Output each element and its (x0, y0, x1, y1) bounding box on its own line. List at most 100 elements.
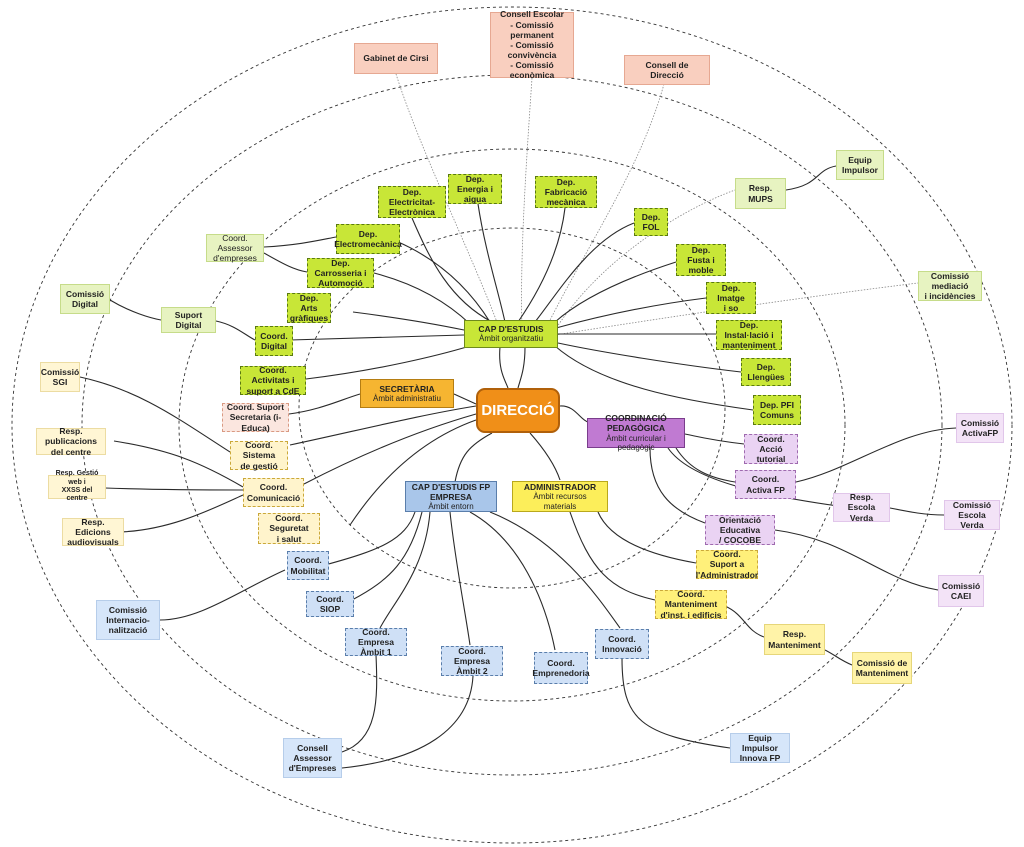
coord-label: Coord. (260, 330, 288, 341)
coord-label: Coord. Assessor (217, 232, 253, 253)
coord-siop: Coord. SIOP (306, 591, 354, 617)
cap-estudis-title: CAP D'ESTUDIS (478, 324, 544, 335)
coord-label: tutorial (756, 454, 786, 465)
consell-label: Consell (297, 742, 328, 753)
coord-label: Coord. Activitats i (251, 365, 295, 386)
equip-label: Innova FP (739, 753, 781, 764)
coord-label: Coord. Empresa (454, 645, 490, 666)
consell-label: d'Empreses (288, 763, 337, 774)
dep-label: Dep. FOL (641, 211, 661, 232)
consell-escolar-line: - Comissió econòmica (509, 60, 555, 81)
coord-label: Coord. Empresa (358, 626, 394, 647)
equip-label: Equip (848, 154, 872, 165)
comissio-label: Comissió (40, 366, 80, 377)
secretaria-title: SECRETÀRIA (379, 383, 435, 394)
coord-label: d'inst. i edificis (660, 609, 722, 620)
resp-label: MUPS (748, 193, 773, 204)
dep-label: Dep. Carrosseria i (314, 257, 367, 278)
coord-label: Coord. Activa FP (746, 474, 785, 495)
comissio-label: CAEI (950, 591, 972, 601)
administrador-sub: Àmbit recursos materials (533, 492, 587, 511)
dep-llengues: Dep. Llengües (741, 358, 791, 386)
suport-digital: Suport Digital (161, 307, 216, 333)
coord-label: Mobilitat (290, 565, 326, 576)
coord-label: Digital (261, 341, 287, 351)
comissio-label: Comissió de (856, 657, 908, 668)
dep-label: Dep. Fabricació (544, 176, 588, 197)
suport-digital-label: Suport Digital (174, 309, 203, 330)
coord-label: de gestió (240, 460, 278, 471)
resp-label: audiovisuals (67, 537, 119, 548)
coord-label: Coord. Suport a (709, 549, 745, 570)
dep-label: Electrònica (389, 207, 435, 218)
dep-fol: Dep. FOL (634, 208, 668, 236)
coord-label: Innovació (602, 644, 642, 654)
orientacio-educativa: Orientació Educativa/ COCOBE (705, 515, 775, 545)
coord-label: l'Administrador (695, 569, 759, 580)
consell-label: Assessor (293, 752, 332, 763)
cap-fp-empresa-sub: Àmbit entorn (428, 501, 474, 511)
comissio-label: Digital (72, 299, 98, 309)
coord-label: Comunicació (246, 492, 301, 503)
direccio-box: DIRECCIÓ (476, 388, 560, 433)
dep-label: Dep. Arts (299, 292, 319, 313)
dep-label: Electromecànica (334, 239, 402, 249)
comissio-label: Comissió (952, 499, 992, 510)
equip-label: Impulsor (842, 165, 878, 175)
resp-label: Manteniment (768, 639, 821, 650)
direccio-label: DIRECCIÓ (481, 401, 555, 419)
resp-label: Resp. (849, 492, 874, 503)
coord-label: i salut (276, 533, 302, 544)
coord-label: Coord. SIOP (316, 593, 344, 614)
resp-label: Escola Verda (847, 502, 876, 523)
secretaria-sub: Àmbit administratiu (372, 393, 442, 403)
dep-label: Dep. Fusta i (687, 244, 715, 265)
coord-label: suport a CdE (246, 385, 300, 396)
coord-label: Coord. Seguretat (269, 513, 309, 534)
gabinet-cirsi-label: Gabinet de Cirsi (363, 53, 429, 64)
dep-label: Dep. Energia i (457, 173, 493, 194)
consell-escolar-line: - Comissió permanent (510, 19, 554, 40)
coord-label: Coord. Manteniment (664, 589, 718, 610)
consell-direccio-label: Consell de Direcció (645, 59, 689, 80)
secretaria-box: SECRETÀRIA Àmbit administratiu (360, 379, 454, 408)
resp-label: Resp. (748, 183, 773, 194)
coord-label: Coord. (259, 482, 288, 493)
consell-escolar-line: - Comissió (510, 39, 554, 50)
dep-label: moble (688, 265, 714, 276)
comissio-label: Manteniment (855, 668, 909, 678)
coord-innovacio: Coord.Innovació (595, 629, 649, 659)
dep-label: Dep. Instal·lació i (724, 319, 774, 340)
coord-label: Coord. Suport (226, 402, 285, 413)
coord-label: Emprenedoria (532, 668, 590, 678)
coord-label: Coord. (547, 657, 575, 668)
gabinet-cirsi-box: Gabinet de Cirsi (354, 43, 438, 74)
dep-label: mecànica (546, 197, 586, 208)
orientacio-label: / COCOBE (718, 535, 762, 546)
coord-pedagogica-box: COORDINACIÓ PEDAGÒGICA Àmbit curricular … (587, 413, 685, 452)
resp-label: Resp. Gestió web i (55, 470, 99, 486)
comissio-label: SGI (52, 377, 68, 387)
comissio-label: Comissió mediació (930, 270, 970, 291)
coord-activa-fp: Coord. Activa FP (735, 470, 796, 499)
